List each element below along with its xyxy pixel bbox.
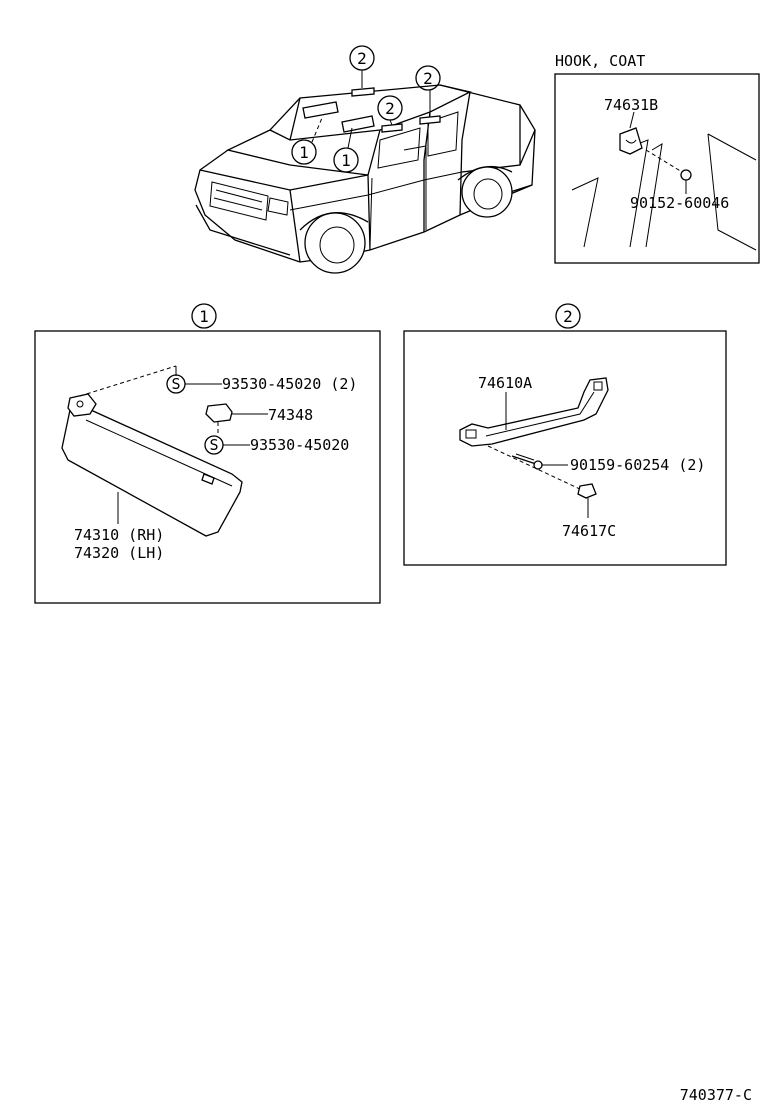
overview-callouts: 1 1 2 2 2 [291,45,441,173]
section-callout-label: 1 [199,307,209,326]
section-callout [555,303,581,329]
visor-bracket [205,403,233,423]
inset-title: HOOK, COAT [555,52,645,70]
grip-label: 74610A [478,374,532,392]
visor-rh-label: 74310 (RH) [74,526,164,544]
section-frame [34,330,381,604]
callout-label: 2 [423,69,433,88]
callout-label: 1 [341,151,351,170]
callout-label: 2 [357,49,367,68]
hook-part-label: 74631B [604,96,658,114]
screw-a-label: 93530-45020 (2) [222,375,357,393]
screw-symbol-label: S [209,436,218,454]
callout-circle [333,147,359,173]
grip-clip [577,483,597,499]
sun-visor-section: 1 S 93530-45020 (2) 74348 S 93530-45020 … [34,303,381,604]
section-frame [403,330,727,566]
section-callout-label: 2 [563,307,573,326]
coat-hook-screw [680,169,692,181]
assist-grip-section: 2 74610A 90159-60254 (2) 74617C [403,303,727,566]
assist-grip [459,377,609,447]
callout-circle [291,139,317,165]
screw-symbol-label: S [171,375,180,393]
hook-coat-inset: HOOK, COAT 74631B 90152-60046 [554,52,760,264]
callout-label: 1 [299,143,309,162]
inset-frame [554,73,760,264]
visor-lh-label: 74320 (LH) [74,544,164,562]
section-callout [191,303,217,329]
sun-visor [61,405,243,537]
callout-label: 2 [385,99,395,118]
bracket-label: 74348 [268,406,313,424]
callout-circle [415,65,441,91]
grip-screw-label: 90159-60254 (2) [570,456,705,474]
hook-screw-label: 90152-60046 [630,194,729,212]
clip-label: 74617C [562,522,616,540]
screw-b-label: 93530-45020 [250,436,349,454]
coat-hook [619,127,643,155]
vehicle-illustration [194,84,536,274]
figure-id: 740377-C [680,1086,752,1104]
